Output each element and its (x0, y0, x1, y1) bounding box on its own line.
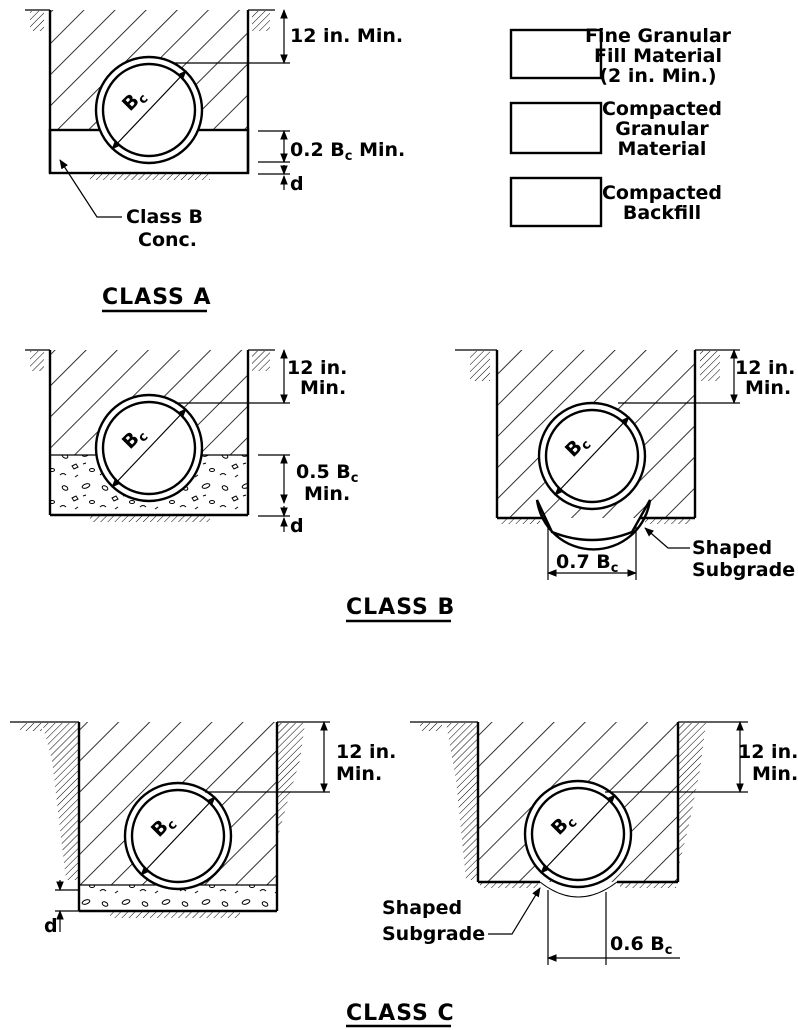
class-b-left-bedding-dim: 0.5 Bc (296, 461, 358, 486)
class-b-right-width-dim: 0.7 Bc (556, 551, 618, 576)
class-b-right-cover-dim: 12 in. (735, 357, 795, 379)
class-c-right-shaped-label: Subgrade (382, 923, 485, 945)
class-c-right-cover-dim: Min. (752, 763, 798, 785)
legend-fine-label: Fine Granular (585, 25, 732, 47)
legend-fine-swatch (509, 28, 603, 80)
legend: Fine Granular Fill Material (2 in. Min.)… (509, 25, 732, 228)
class-b-right-shaped-label: Shaped (692, 537, 772, 559)
class-b-title: CLASS B (346, 595, 455, 620)
class-a-pipe (94, 55, 204, 165)
legend-backfill-label: Backfill (623, 202, 701, 224)
class-a-concrete-label: Class B (126, 206, 203, 228)
legend-granular-swatch (509, 101, 603, 155)
class-a-section: Bc 12 in. Min. 0.2 Bc Min. d Class B Con… (25, 9, 405, 313)
class-c-right-pipe (523, 779, 633, 889)
legend-fine-label: (2 in. Min.) (599, 65, 716, 87)
class-b-right-fine-bedding (535, 499, 652, 551)
class-b-left-cover-dim: Min. (300, 377, 346, 399)
class-b-left-d-dim: d (290, 515, 304, 537)
class-b-right-section: Bc 12 in. Min. 0.7 Bc Shaped Subgrade (455, 349, 795, 581)
class-c-right-shaped-label: Shaped (382, 897, 462, 919)
class-b-right-cover-dim: Min. (745, 377, 791, 399)
class-c-right-cover-dim: 12 in. (738, 741, 798, 763)
class-c-left-cover-dim: 12 in. (336, 741, 396, 763)
legend-granular-label: Granular (615, 118, 709, 140)
class-c-left-cover-dim: Min. (336, 763, 382, 785)
legend-backfill-label: Compacted (602, 182, 722, 204)
class-c-right-width-dim: 0.6 Bc (610, 933, 672, 958)
class-a-d-dim: d (290, 173, 304, 195)
legend-granular-label: Material (618, 138, 707, 160)
legend-backfill-swatch (509, 176, 603, 228)
class-c-left-d-dim: d (44, 915, 58, 937)
class-b-left-bedding-dim: Min. (304, 483, 350, 505)
class-b-left-section: Bc 12 in. Min. 0.5 Bc Min. d (25, 349, 358, 537)
class-a-concrete-label: Conc. (138, 229, 197, 251)
class-c-left-pipe (123, 781, 233, 891)
class-b-right-pipe (537, 401, 647, 511)
class-a-bedding-dim: 0.2 Bc Min. (290, 139, 405, 164)
class-c-title: CLASS C (346, 1001, 455, 1026)
class-b-left-cover-dim: 12 in. (287, 357, 347, 379)
class-b-left-pipe (94, 393, 204, 503)
class-b-right-shaped-label: Subgrade (692, 559, 795, 581)
class-c-left-section: Bc 12 in. Min. d (10, 721, 396, 937)
class-c-right-section: Bc 12 in. Min. 0.6 Bc Shaped Subgrade (382, 721, 798, 965)
class-a-cover-dim: 12 in. Min. (290, 25, 403, 47)
class-a-title: CLASS A (102, 285, 212, 310)
legend-granular-label: Compacted (602, 98, 722, 120)
legend-fine-label: Fill Material (594, 45, 722, 67)
